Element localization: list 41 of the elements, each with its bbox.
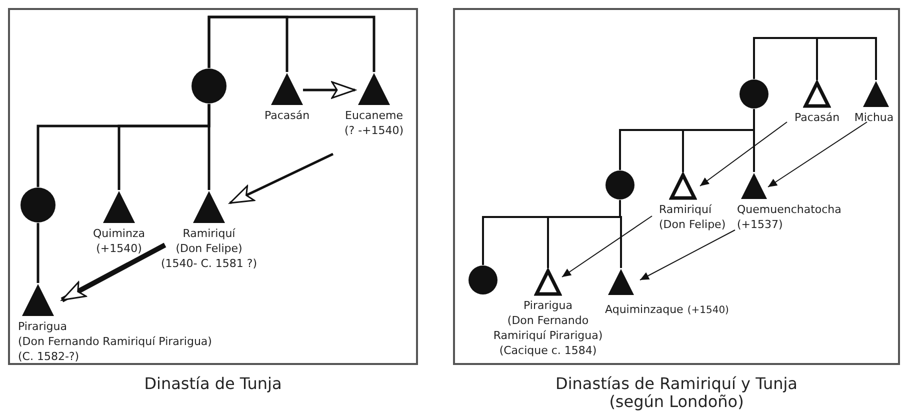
kinship-line [208,104,210,190]
kinship-line [753,37,877,80]
annotation-text: (Don Felipe) [659,217,727,232]
arrow [768,122,868,188]
arrow [60,242,166,302]
arrow [229,152,334,204]
annotation-text: (+1540) [687,305,729,316]
name-label: Eucaneme [344,108,404,123]
female-symbol [20,187,56,223]
female-symbol [468,265,498,295]
kinship-line [619,200,622,268]
name-label: Pacasán [263,108,311,123]
arrow [700,122,788,186]
name-label: Pacasán [793,110,841,125]
arrow [303,81,356,99]
kinship-line [753,109,755,172]
annotation-text: (? -+1540) [343,123,405,138]
arrow [562,216,652,278]
annotation-text: (Don Fernando Ramiriquí Pirarigua) [18,334,213,349]
name-label: Ramiriquí [182,226,236,241]
name-label: Quemuenchatocha [737,202,842,217]
kinship-line [208,16,376,72]
name-label: Pirarigua [18,319,68,334]
annotation-text: (Don Felipe) [174,241,244,256]
annotation-text: (+1540) [95,241,143,256]
name-label: Ramiriquí [659,202,713,217]
female-symbol [605,170,635,200]
annotation-text: (Don Fernando Ramiriquí Pirarigua) [492,313,604,343]
name-label: Quiminza [92,226,146,241]
panel-caption: Dinastía de Tunja [143,375,283,393]
panel-caption: Dinastías de Ramiriquí y Tunja (según Londoño) [554,375,798,411]
annotation-text: (1540- C. 1581 ?) [160,256,258,271]
kinship-line [36,223,40,283]
annotation-text: (+1537) [737,217,784,232]
female-symbol [191,68,227,104]
female-symbol [739,79,769,109]
annotation-text: (Cacique c. 1584) [498,343,598,358]
name-label: Michua [853,110,895,125]
arrow [640,230,736,280]
name-label: Aquiminzaque [605,303,684,316]
annotation-text: (C. 1582-?) [18,349,80,364]
